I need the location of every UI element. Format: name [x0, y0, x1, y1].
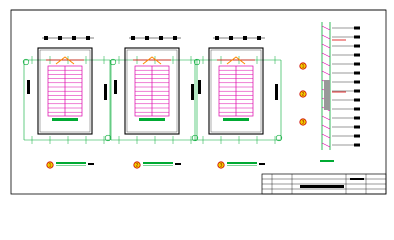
sheet-number-bar: [350, 178, 364, 180]
axis-bubble: [275, 134, 283, 142]
level-tag: [354, 98, 360, 102]
side-dimension-block: [275, 84, 278, 100]
dimension-tick: [72, 36, 76, 40]
svg-text:3: 3: [220, 163, 223, 169]
stair-plan-3: 3: [193, 36, 283, 169]
floor-label-bar: [52, 118, 78, 121]
level-tag: [354, 53, 360, 57]
dimension-tick: [86, 36, 90, 40]
side-dimension-block: [198, 80, 201, 94]
svg-text:2: 2: [136, 163, 139, 169]
section-stair-run: [321, 34, 331, 40]
section-level-marker: 1: [299, 62, 307, 70]
level-tag: [354, 62, 360, 66]
inner-wall: [39, 49, 91, 133]
level-tag: [354, 143, 360, 147]
section-level-marker: 2: [299, 90, 307, 98]
inner-wall: [210, 49, 262, 133]
axis-bubble: [193, 58, 201, 66]
stair-wall: [37, 47, 93, 135]
stair-plan-1: 1: [22, 36, 112, 169]
plan-number-marker: 2: [133, 161, 141, 169]
section-stair-run: [321, 70, 331, 76]
side-dimension-block: [104, 84, 107, 100]
direction-arrow: [226, 56, 246, 65]
direction-arrow: [55, 56, 75, 65]
svg-text:1: 1: [302, 64, 305, 70]
level-tag: [354, 107, 360, 111]
dimension-tick: [173, 36, 177, 40]
plan-number-marker: 3: [217, 161, 225, 169]
drawing-frame: [10, 9, 387, 195]
plan-title-bar: [143, 162, 173, 164]
dimension-tick: [145, 36, 149, 40]
section-stair-run: [321, 124, 331, 130]
section-stair-run: [321, 61, 331, 67]
level-tag: [354, 44, 360, 48]
floor-label-bar: [223, 118, 249, 121]
level-tag: [354, 35, 360, 39]
project-title-bar: [300, 185, 344, 188]
level-tag: [354, 134, 360, 138]
section-stair-run: [321, 142, 331, 148]
axis-bubble: [109, 58, 117, 66]
dimension-tick: [159, 36, 163, 40]
section-level-marker: 3: [299, 118, 307, 126]
plan-title-bar: [56, 162, 86, 164]
dimension-tick: [229, 36, 233, 40]
stair-wall: [208, 47, 264, 135]
side-dimension-block: [191, 84, 194, 100]
cad-drawing-sheet: 1 2 3 1 2 3: [10, 9, 387, 195]
dimension-tick: [44, 36, 48, 40]
section-title-bar: [320, 160, 334, 162]
section-stair-run: [321, 25, 331, 31]
stair-plan-2: 2: [109, 36, 199, 169]
inner-wall: [126, 49, 178, 133]
stair-wall: [124, 47, 180, 135]
svg-text:1: 1: [49, 163, 52, 169]
section-stair-run: [321, 115, 331, 121]
side-dimension-block: [114, 80, 117, 94]
dimension-tick: [131, 36, 135, 40]
svg-text:2: 2: [302, 92, 305, 98]
level-tag: [354, 80, 360, 84]
level-tag: [354, 125, 360, 129]
title-block: [261, 173, 387, 195]
svg-text:3: 3: [302, 120, 305, 126]
dimension-tick: [215, 36, 219, 40]
section-stair-run: [321, 52, 331, 58]
dimension-tick: [257, 36, 261, 40]
floor-label-bar: [139, 118, 165, 121]
side-dimension-block: [27, 80, 30, 94]
direction-arrow: [142, 56, 162, 65]
axis-bubble: [22, 58, 30, 66]
section-stair-run: [321, 133, 331, 139]
level-tag: [354, 71, 360, 75]
plan-number-marker: 1: [46, 161, 54, 169]
section-fill: [324, 80, 330, 110]
stair-section-elevation: 1 2 3: [299, 22, 360, 162]
level-tag: [354, 116, 360, 120]
plan-title-bar: [227, 162, 257, 164]
dimension-tick: [243, 36, 247, 40]
dimension-tick: [58, 36, 62, 40]
level-tag: [354, 26, 360, 30]
level-tag: [354, 89, 360, 93]
section-stair-run: [321, 43, 331, 49]
drawing-canvas: 1 2 3 1 2 3: [10, 9, 387, 195]
